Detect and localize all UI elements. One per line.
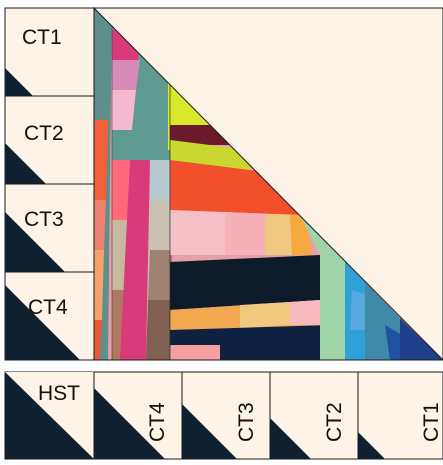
block-label: CT2	[323, 402, 346, 442]
left-block-ct1: CT1	[4, 7, 95, 97]
corner-triangle	[182, 404, 237, 459]
bottom-block-ct2: CT2	[269, 371, 359, 460]
block-label: CT1	[420, 402, 443, 442]
corner-triangle	[5, 285, 80, 360]
block-label: CT3	[24, 208, 64, 231]
block-label: CT2	[24, 122, 64, 145]
block-label: CT4	[28, 296, 68, 319]
bottom-block-hst: HST	[4, 371, 95, 460]
corner-triangle	[5, 68, 33, 96]
left-block-ct2: CT2	[4, 95, 95, 185]
bottom-block-ct4: CT4	[93, 371, 183, 460]
block-label: HST	[38, 382, 80, 405]
left-block-ct4: CT4	[4, 271, 95, 361]
corner-triangle	[5, 143, 46, 184]
corner-triangle	[270, 418, 311, 459]
bottom-block-ct3: CT3	[181, 371, 271, 460]
bottom-block-ct1: CT1	[357, 371, 443, 460]
corner-triangle	[94, 388, 165, 459]
block-label: CT4	[146, 402, 169, 442]
left-block-ct3: CT3	[4, 183, 95, 273]
hst-cream-half	[5, 372, 94, 459]
block-label: CT3	[235, 402, 258, 442]
corner-triangle	[5, 212, 65, 272]
corner-triangle	[358, 432, 385, 459]
block-label: CT1	[22, 26, 62, 49]
